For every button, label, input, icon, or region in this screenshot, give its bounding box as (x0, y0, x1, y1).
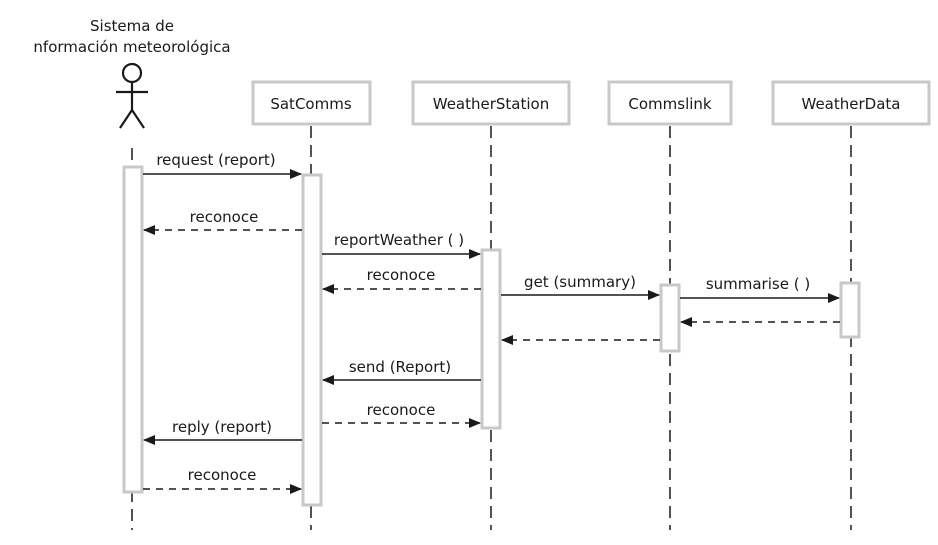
activation-commslink (659, 283, 681, 353)
object-label-satcomms: SatComms (270, 95, 351, 113)
activation-weatherstation (480, 248, 502, 430)
actor-title-line1: Sistema de (90, 17, 174, 35)
activation-actor (122, 165, 144, 494)
actor: Sistema de nformación meteorológica (33, 17, 231, 129)
message-label-12: reconoce (188, 466, 257, 484)
message-label-2: reconoce (190, 208, 259, 226)
message-label-1: request (report) (156, 151, 275, 169)
object-label-commslink: Commslink (628, 95, 712, 113)
activation-weatherdata (839, 281, 861, 339)
object-commslink: Commslink (607, 80, 733, 126)
actor-title-line2: nformación meteorológica (33, 38, 230, 56)
messages (143, 169, 840, 494)
message-label-9: send (Report) (349, 358, 451, 376)
object-label-weatherstation: WeatherStation (433, 95, 549, 113)
message-label-4: reconoce (367, 266, 436, 284)
object-satcomms: SatComms (251, 80, 372, 126)
object-weatherstation: WeatherStation (411, 80, 571, 126)
message-label-3: reportWeather ( ) (334, 231, 464, 249)
activations (122, 165, 861, 507)
activation-satcomms (301, 173, 323, 507)
message-labels: request (report) reconoce reportWeather … (156, 151, 810, 484)
stick-figure-icon (116, 62, 148, 129)
message-label-10: reconoce (367, 401, 436, 419)
message-label-11: reply (report) (172, 418, 272, 436)
object-label-weatherdata: WeatherData (802, 95, 901, 113)
message-label-5: get (summary) (524, 273, 636, 291)
message-label-6: summarise ( ) (706, 275, 810, 293)
object-weatherdata: WeatherData (771, 80, 931, 126)
